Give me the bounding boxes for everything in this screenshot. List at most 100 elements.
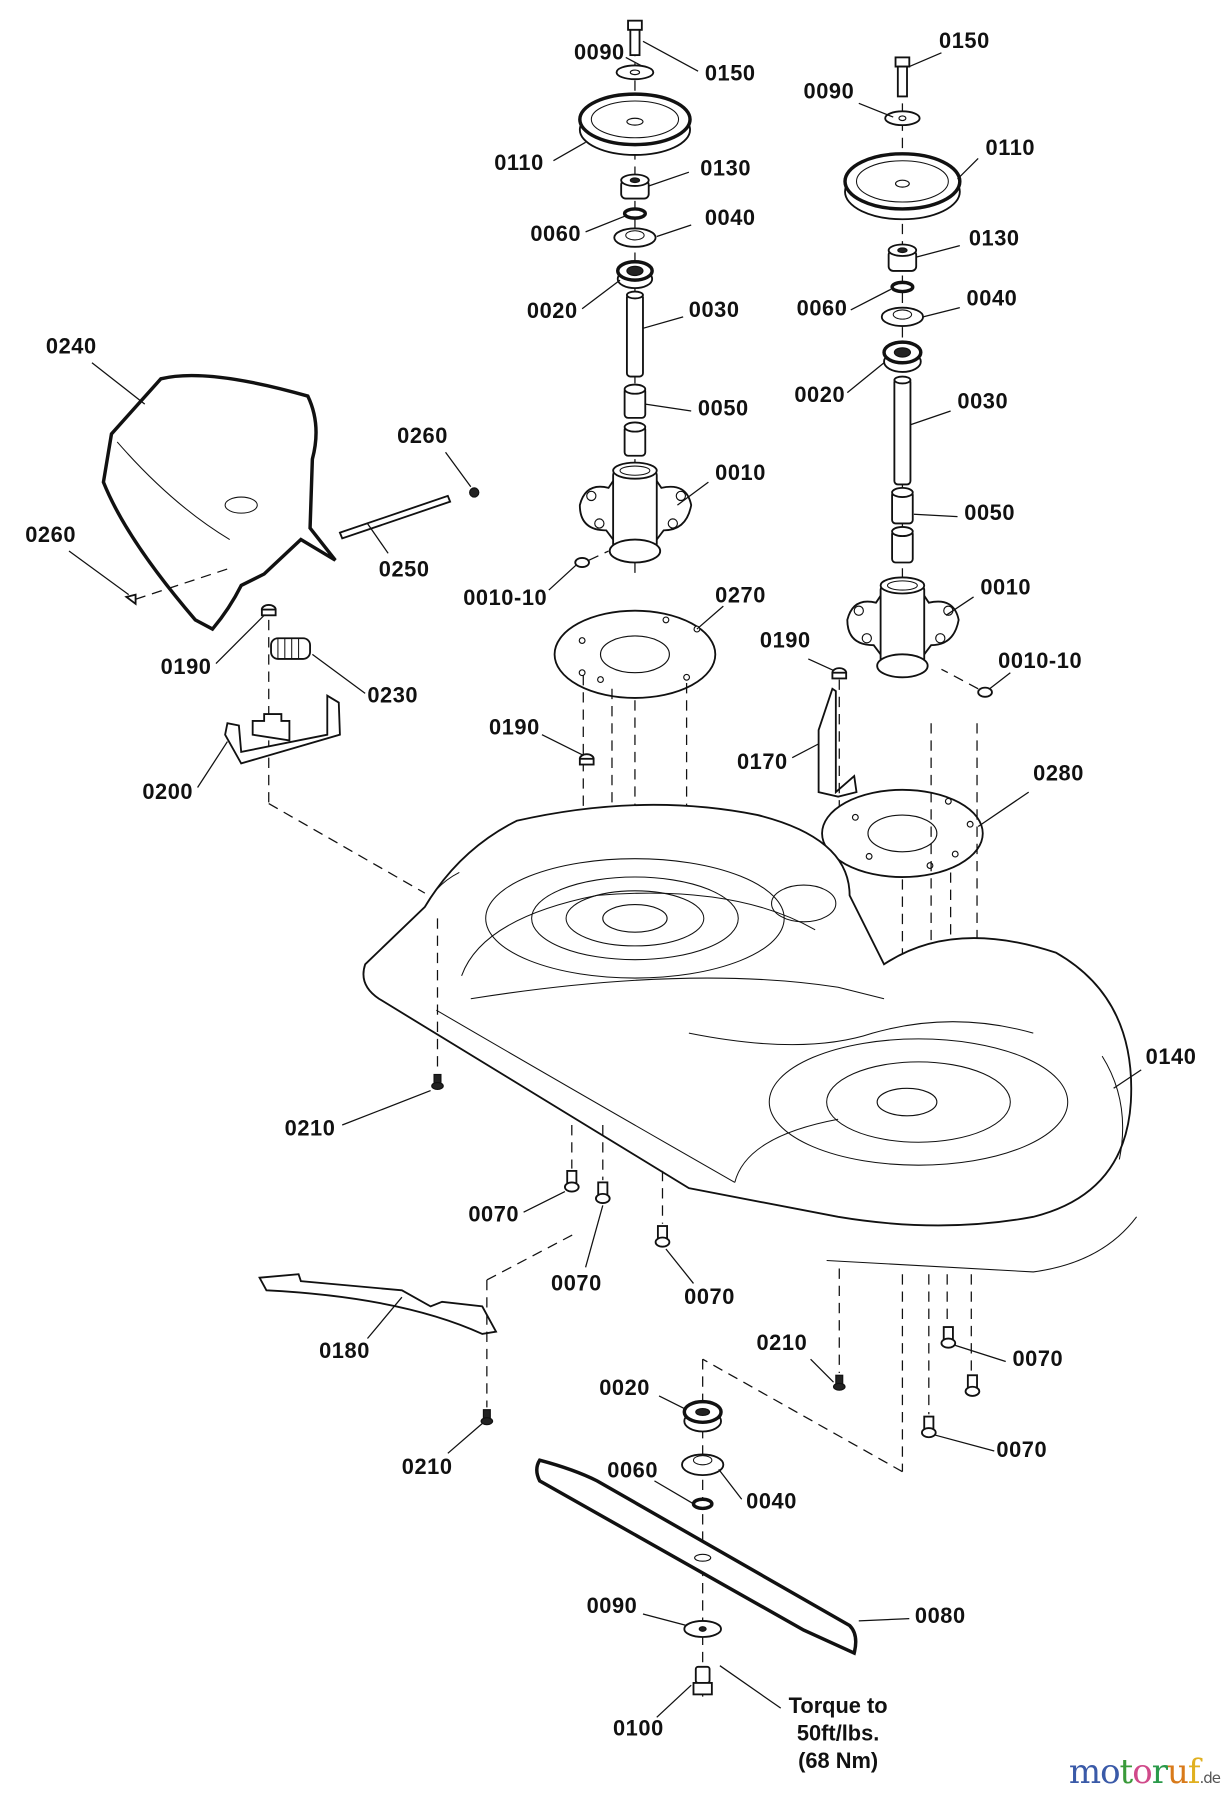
watermark-letter: o <box>1132 1752 1153 1792</box>
leader-c-0190-b <box>541 734 584 756</box>
leader-c-0010-10-b <box>989 672 1011 690</box>
watermark-logo: motoruf.de <box>1068 1752 1221 1792</box>
leader-c-0100 <box>656 1684 692 1718</box>
watermark-letter: r <box>1151 1752 1168 1792</box>
clip-0260-left <box>124 593 137 606</box>
callout-c-0010-10-a: 0010-10 <box>463 585 547 610</box>
callout-c-0280: 0280 <box>1033 761 1084 786</box>
shaft-0030-left <box>625 290 644 378</box>
washer-0090-blade <box>683 1620 722 1638</box>
callout-c-0260-b: 0260 <box>25 522 76 547</box>
leader-c-0020-b <box>846 362 885 394</box>
leader-c-0070-c <box>665 1248 694 1284</box>
callout-c-0210-c: 0210 <box>756 1330 807 1355</box>
callout-c-0170: 0170 <box>737 749 788 774</box>
bolt-0150-right <box>894 56 911 98</box>
seal-0040-right <box>880 306 924 327</box>
plate-0280 <box>821 788 984 878</box>
bearing-0020-left <box>616 260 654 290</box>
retaining-ring-0060-blade <box>691 1497 714 1511</box>
spindle-housing-0010-left <box>578 461 693 564</box>
leader-lines <box>68 40 1142 1718</box>
callout-c-0070-b: 0070 <box>551 1270 602 1295</box>
callout-c-0090-a: 0090 <box>574 40 625 65</box>
leader-c-0040-a <box>656 224 692 238</box>
callout-c-0010-b: 0010 <box>980 575 1031 600</box>
spacer-0130-left <box>620 173 650 200</box>
callout-c-0040-a: 0040 <box>705 205 756 230</box>
bolt-0150-left <box>627 19 643 57</box>
callout-c-0010-10-b: 0010-10 <box>998 648 1082 673</box>
watermark-letter: u <box>1166 1752 1189 1792</box>
callout-c-0030-b: 0030 <box>957 389 1008 414</box>
leader-c-0030-a <box>642 316 684 329</box>
bolt-0070-e <box>964 1374 981 1397</box>
watermark-letter: f <box>1187 1752 1201 1792</box>
bolt-0070-a <box>563 1170 580 1193</box>
seal-0040-left <box>613 227 657 248</box>
spring-0230 <box>270 637 311 660</box>
callout-c-0130-b: 0130 <box>969 226 1020 251</box>
leader-c-0010-10-a <box>548 564 577 591</box>
bolt-0070-f <box>921 1415 937 1439</box>
callout-c-0140: 0140 <box>1146 1044 1197 1069</box>
leader-c-0060-c <box>654 1480 694 1505</box>
leader-c-0190-a <box>215 614 265 664</box>
leader-c-0280 <box>977 791 1030 828</box>
callout-c-0020-a: 0020 <box>527 298 578 323</box>
leader-c-0070-a <box>523 1191 566 1213</box>
callout-c-0180: 0180 <box>319 1338 370 1363</box>
callout-c-0040-c: 0040 <box>746 1488 797 1513</box>
leader-c-0030-b <box>910 410 951 426</box>
grease-fitting-0010-10-left <box>574 550 609 569</box>
callout-c-0110-a: 0110 <box>494 150 544 175</box>
leader-c-0090-a <box>625 56 644 68</box>
baffle-0180 <box>258 1273 498 1335</box>
callout-c-0090-c: 0090 <box>587 1593 638 1618</box>
leader-c-0010-b <box>945 596 974 616</box>
callout-c-0070-a: 0070 <box>468 1201 519 1226</box>
callout-c-0130-a: 0130 <box>700 156 751 181</box>
nut-0190-left <box>260 604 277 617</box>
pulley-0110-right <box>843 152 962 221</box>
leader-c-0260-b <box>68 550 130 596</box>
watermark-letter: t <box>1119 1752 1134 1792</box>
shaft-0030-right <box>893 375 912 486</box>
spacer-0050-right <box>891 486 914 564</box>
bolt-0070-c <box>654 1225 671 1248</box>
leader-c-0050-a <box>645 403 692 412</box>
callout-c-0050-b: 0050 <box>964 500 1015 525</box>
watermark-letter: m <box>1068 1752 1101 1792</box>
rod-0250 <box>338 494 452 540</box>
leader-c-0140 <box>1113 1069 1142 1089</box>
torque-line-3: (68 Nm) <box>798 1748 878 1773</box>
leader-c-0070-d <box>955 1344 1006 1363</box>
spacer-0130-right <box>887 243 918 272</box>
torque-line-2: 50ft/lbs. <box>797 1720 879 1745</box>
leader-c-0060-a <box>585 215 626 233</box>
clip-0260-right <box>469 487 480 498</box>
leader-c-0250 <box>366 523 389 554</box>
bracket-0170 <box>817 687 858 798</box>
grease-fitting-0010-10-right <box>941 668 993 698</box>
callout-c-0060-c: 0060 <box>607 1457 658 1482</box>
discharge-chute-0240 <box>101 373 337 632</box>
leader-c-0170 <box>791 743 819 759</box>
callout-c-0060-b: 0060 <box>797 296 848 321</box>
leader-c-0090-b <box>858 102 894 118</box>
callout-c-0040-b: 0040 <box>967 285 1018 310</box>
leader-c-0240 <box>91 362 146 405</box>
callout-c-0230: 0230 <box>367 683 418 708</box>
spindle-housing-0010-right <box>846 576 960 679</box>
leader-c-0040-c <box>718 1469 743 1500</box>
callout-c-0070-c: 0070 <box>684 1284 735 1309</box>
leader-c-0070-e <box>934 1434 995 1452</box>
callout-c-0100: 0100 <box>613 1716 664 1741</box>
callout-c-0010-a: 0010 <box>715 460 766 485</box>
bolt-0100 <box>692 1665 713 1696</box>
bolt-0070-d <box>940 1326 957 1349</box>
callout-c-0250: 0250 <box>379 556 430 581</box>
